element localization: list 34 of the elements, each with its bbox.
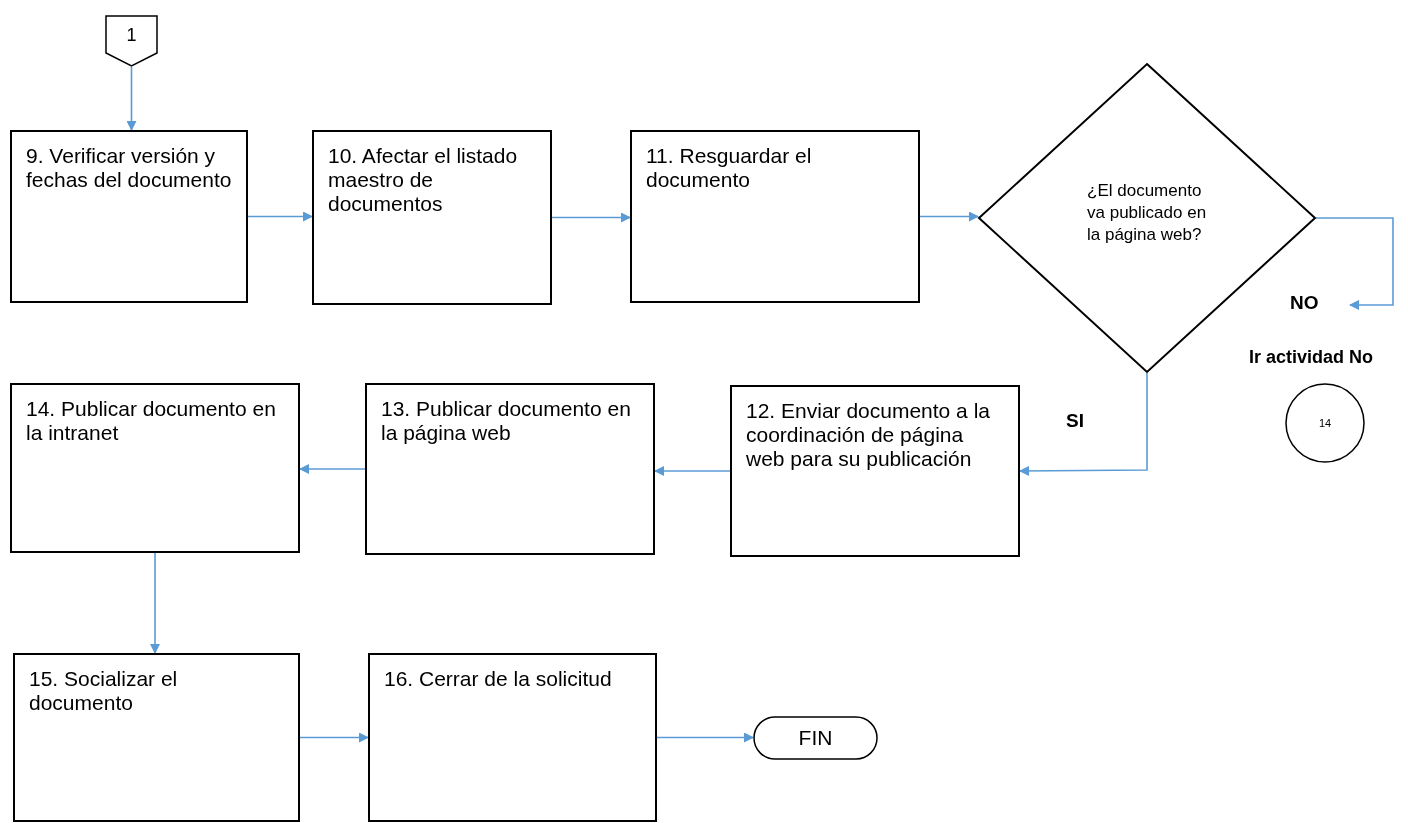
process-box [312,130,552,305]
connector-circle [1285,383,1365,463]
arrow [919,211,979,222]
arrow [1315,217,1394,310]
step-text: 12. Enviar documento a la coordinación de página web para su publicación [746,399,991,471]
process-box [10,383,300,553]
arrow [150,552,160,654]
process-box [10,130,248,303]
process-box [730,385,1020,557]
arrow [1019,372,1148,476]
arrow [551,212,631,223]
process-box [365,383,655,555]
process-box [13,653,300,822]
step-text: 9. Verificar versión y fechas del documento [26,144,232,192]
shape-label: 1 [126,24,137,47]
process-box [368,653,657,822]
arrow [247,211,313,222]
shape-label: FIN [798,726,833,750]
shape-label: 14 [1318,416,1332,431]
off-page-connector [105,15,158,67]
step-text: 15. Socializar el documento [29,667,179,715]
arrow [654,466,731,476]
step-text: 10. Afectar el listado maestro de documentos [328,144,519,216]
process-box [630,130,920,303]
arrow [126,66,137,131]
terminator-shape [753,716,878,760]
arrow [299,464,366,474]
step-text: 16. Cerrar de la solicitud [384,667,613,691]
step-text: 13. Publicar documento en la página web [381,397,632,445]
step-text: 11. Resguardar el documento [646,144,813,192]
arrow [299,732,369,743]
shape-label: ¿El documento va publicado en la página web? [1087,180,1207,246]
arrow [656,732,754,743]
step-text: 14. Publicar documento en la intranet [26,397,277,445]
